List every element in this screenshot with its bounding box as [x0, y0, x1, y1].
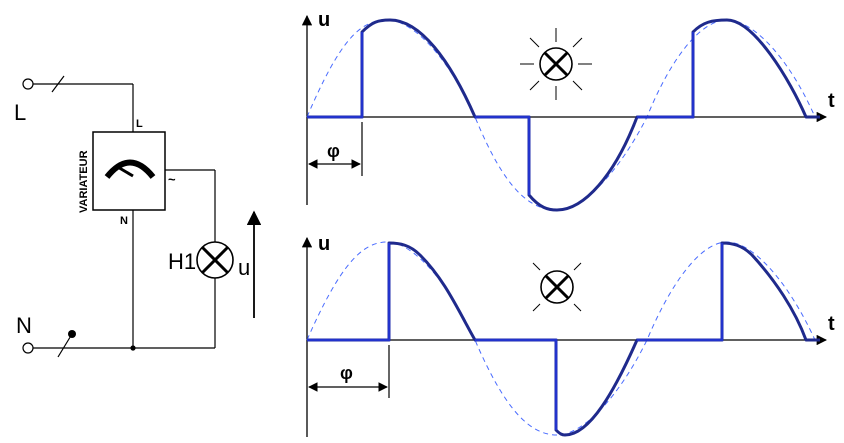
phase-label: φ [340, 363, 353, 383]
terminal-L-dot [22, 78, 34, 90]
pin-L-label: L [136, 118, 143, 130]
switch-pivot [68, 330, 76, 338]
circuit: L VARIATEUR L N ~ H1 u [14, 75, 262, 358]
lamp-label: H1 [168, 249, 196, 274]
terminal-N-dot [22, 342, 34, 354]
voltage-label: u [238, 255, 250, 280]
x-axis-label: t [828, 313, 835, 335]
lamp-h1-icon [196, 241, 234, 279]
y-axis-label: u [318, 233, 330, 255]
chopped-wave [307, 18, 820, 212]
step-segments [307, 32, 695, 195]
terminal-N-label: N [16, 313, 32, 338]
lamp-dim-icon [532, 262, 582, 312]
step-segments [307, 243, 724, 430]
wire-L-tick [51, 75, 65, 93]
chopped-wave [307, 241, 820, 437]
x-axis-label: t [828, 90, 835, 112]
switch-blade [57, 333, 73, 358]
y-axis-label: u [318, 9, 330, 31]
graph-top: u t φ [301, 9, 835, 212]
lamp-bright-icon [520, 28, 592, 100]
dimmer-box [92, 131, 166, 211]
phase-label: φ [327, 141, 340, 161]
dimmer-title: VARIATEUR [78, 150, 90, 213]
pin-out-label: ~ [168, 172, 176, 187]
pin-N-label: N [120, 215, 128, 227]
junction-dot [130, 345, 136, 351]
dimmer-knob-icon [104, 159, 156, 179]
graph-bottom: u t φ [301, 233, 835, 437]
terminal-L-label: L [14, 100, 26, 125]
